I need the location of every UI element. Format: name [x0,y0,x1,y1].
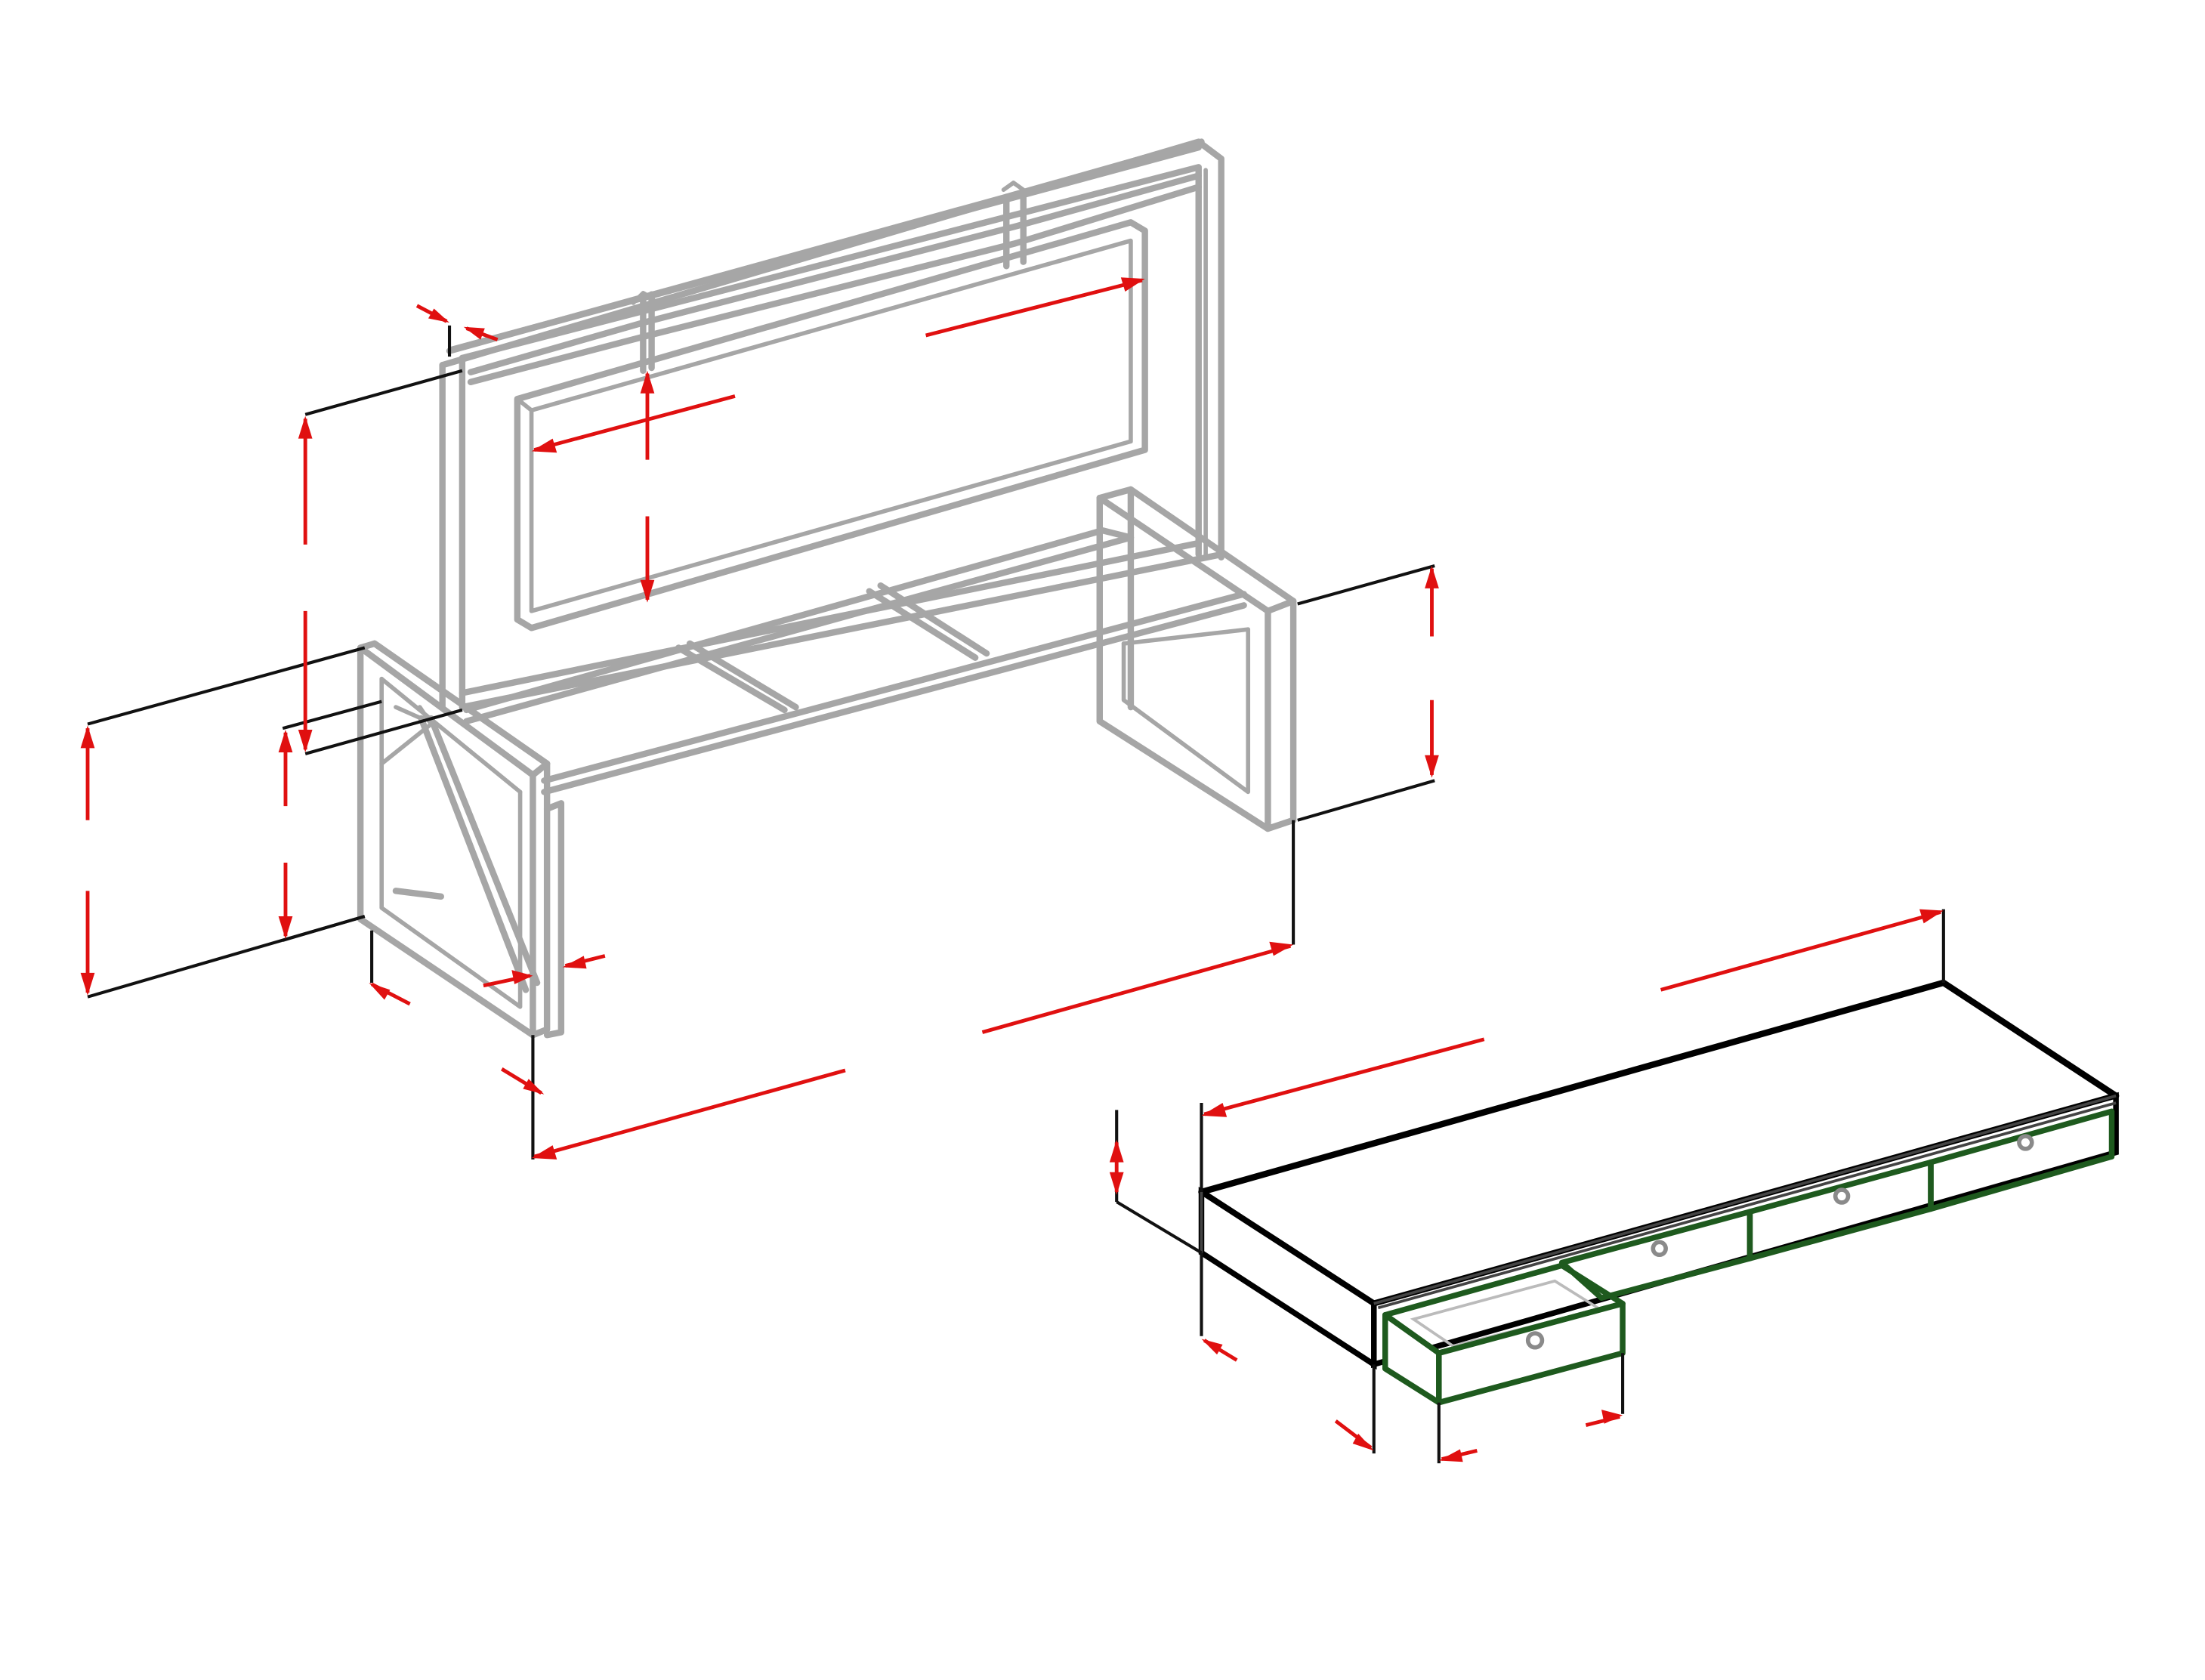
drawer-open [1382,1262,1626,1406]
drawer-slot-4 [1928,1108,2115,1212]
shelf-drawers [1382,1108,2115,1406]
floating-shelf [1198,979,2120,1370]
drawer-knob-1 [1525,1331,1545,1350]
shelf-extension-lines [1115,909,1945,1464]
drawer-knob-3 [1833,1187,1851,1205]
drawer-knob-2 [1651,1240,1668,1257]
backrest-inner-panel [514,219,1148,632]
shelf-dimension-lines [1109,909,1944,1462]
bench-frame [357,138,1297,1039]
seat-frame [463,527,1247,795]
bench-dimension-lines [80,277,1439,1160]
drawer-knob-4 [2017,1134,2034,1151]
backrest-lower-rail [459,539,1224,711]
bench-extension-lines [87,325,1435,1160]
backrest-top-rail [446,138,1205,385]
